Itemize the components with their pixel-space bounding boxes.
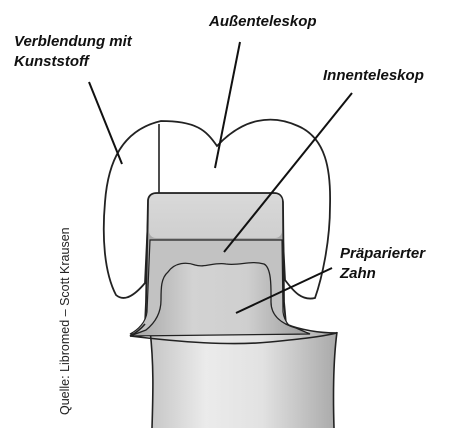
label-aussenteleskop: Außenteleskop xyxy=(209,12,317,32)
label-zahn-line-1: Präparierter xyxy=(340,244,425,264)
tooth-root xyxy=(150,330,337,428)
image-source-credit: Quelle: Libromed – Scott Krausen xyxy=(58,227,72,415)
label-verblendung-mit-kunststoff: Verblendung mit Kunststoff xyxy=(14,32,132,72)
label-zahn-line-2: Zahn xyxy=(340,264,425,284)
coping-top-band xyxy=(149,194,282,238)
label-verblendung-line-2: Kunststoff xyxy=(14,52,132,72)
label-innenteleskop: Innenteleskop xyxy=(323,66,424,86)
leader-line-verblendung xyxy=(89,82,122,164)
label-verblendung-line-1: Verblendung mit xyxy=(14,32,132,52)
label-praeparierter-zahn: Präparierter Zahn xyxy=(340,244,425,284)
